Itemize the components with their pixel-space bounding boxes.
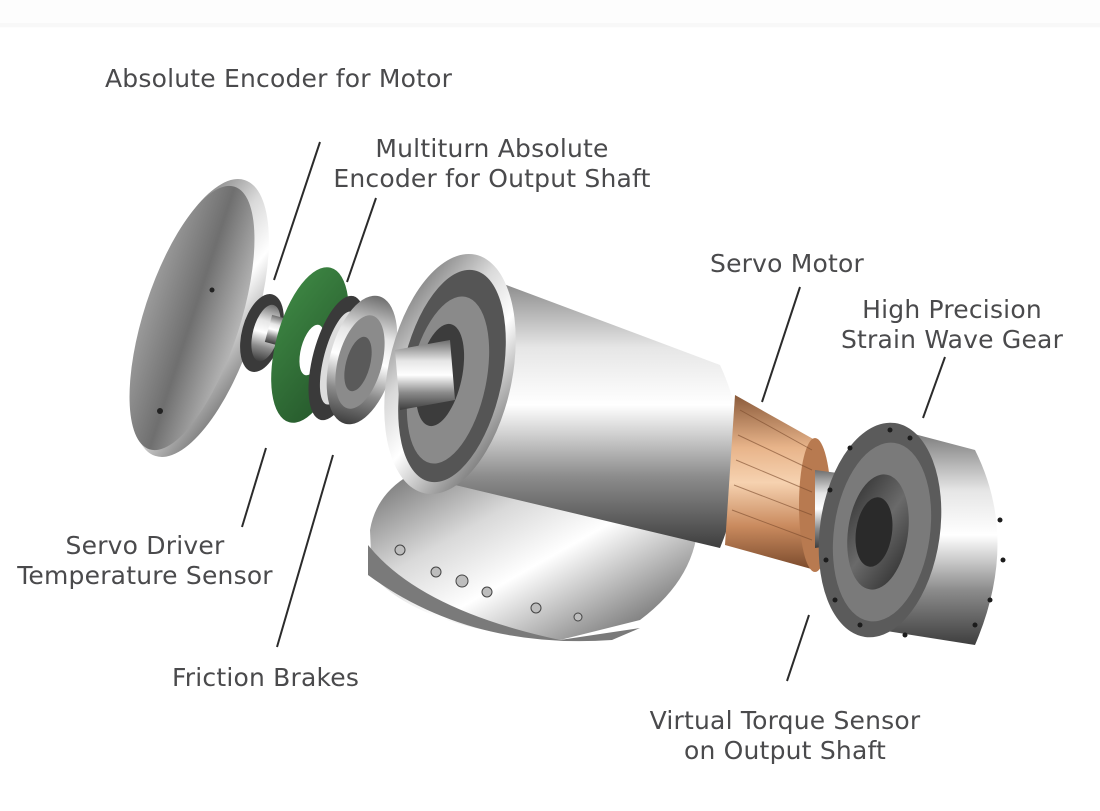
rotor-shaft [395,340,455,410]
label-servo-driver-temp: Servo Driver Temperature Sensor [10,531,280,591]
strain-wave-gear-unit [818,422,1006,645]
leader-servo-motor [761,286,801,403]
leader-servo-driver-temp [241,447,267,528]
leader-strain-wave-gear [922,356,946,419]
label-absolute-encoder-motor: Absolute Encoder for Motor [105,64,452,94]
label-strain-wave-gear: High Precision Strain Wave Gear [836,295,1068,355]
label-line: Multiturn Absolute [375,134,609,163]
label-line: Strain Wave Gear [840,325,1064,354]
leader-friction-brakes [276,454,334,648]
leader-lines [241,141,946,682]
label-line: Encoder for Output Shaft [333,164,651,193]
top-band-divider [0,23,1100,27]
leader-virtual-torque-sensor [786,614,810,682]
label-line: Servo Motor [710,249,865,278]
label-line: Temperature Sensor [17,561,273,590]
large-bearing [326,295,398,425]
encoder-cover-disk [129,179,269,457]
label-line: Virtual Torque Sensor [649,706,921,735]
leader-absolute-encoder [273,141,321,281]
label-virtual-torque-sensor: Virtual Torque Sensor on Output Shaft [640,706,930,766]
label-line: Absolute Encoder for Motor [105,64,453,93]
label-line: Friction Brakes [172,663,360,692]
label-friction-brakes: Friction Brakes [172,663,359,693]
label-line: Servo Driver [65,531,225,560]
label-line: on Output Shaft [683,736,887,765]
label-servo-motor: Servo Motor [710,249,864,279]
label-multiturn-encoder: Multiturn Absolute Encoder for Output Sh… [322,134,662,194]
label-line: High Precision [862,295,1042,324]
leader-multiturn-encoder [346,197,377,283]
